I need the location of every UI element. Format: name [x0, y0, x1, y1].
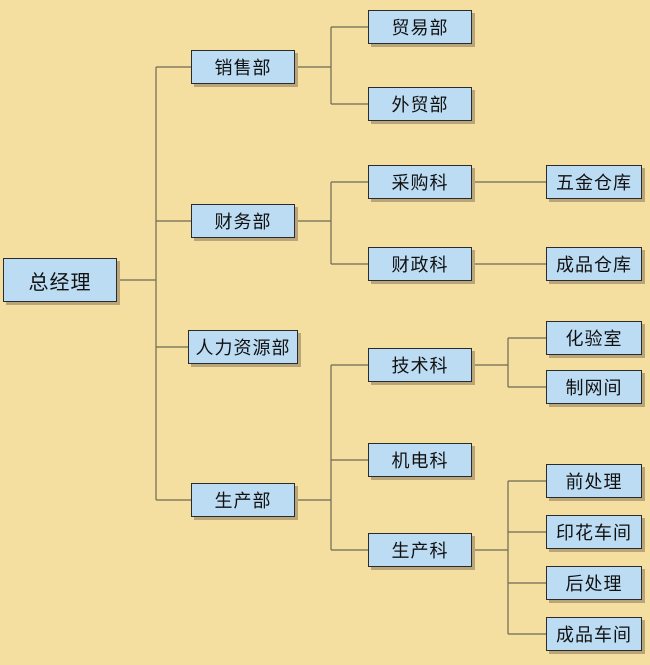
node-hr-dept: 人力资源部: [188, 330, 298, 364]
node-screen-room: 制网间: [546, 370, 642, 404]
node-purchasing-section: 采购科: [368, 165, 472, 199]
node-electromechanical-section: 机电科: [368, 443, 472, 477]
node-printing-workshop: 印花车间: [546, 515, 642, 549]
node-production-section: 生产科: [368, 533, 472, 567]
node-sales-dept: 销售部: [191, 50, 295, 84]
node-general-manager: 总经理: [3, 258, 117, 302]
node-technology-section: 技术科: [368, 348, 472, 382]
node-finance-dept: 财务部: [191, 204, 295, 238]
node-trade-dept: 贸易部: [368, 10, 472, 44]
node-fiscal-section: 财政科: [368, 247, 472, 281]
node-hardware-warehouse: 五金仓库: [546, 165, 642, 199]
node-post-treatment: 后处理: [546, 566, 642, 600]
node-lab: 化验室: [546, 321, 642, 355]
node-finished-workshop: 成品车间: [546, 617, 642, 651]
node-production-dept: 生产部: [191, 483, 295, 517]
node-finished-goods-warehouse: 成品仓库: [546, 247, 642, 281]
node-foreign-trade-dept: 外贸部: [368, 87, 472, 121]
node-pretreatment: 前处理: [546, 464, 642, 498]
